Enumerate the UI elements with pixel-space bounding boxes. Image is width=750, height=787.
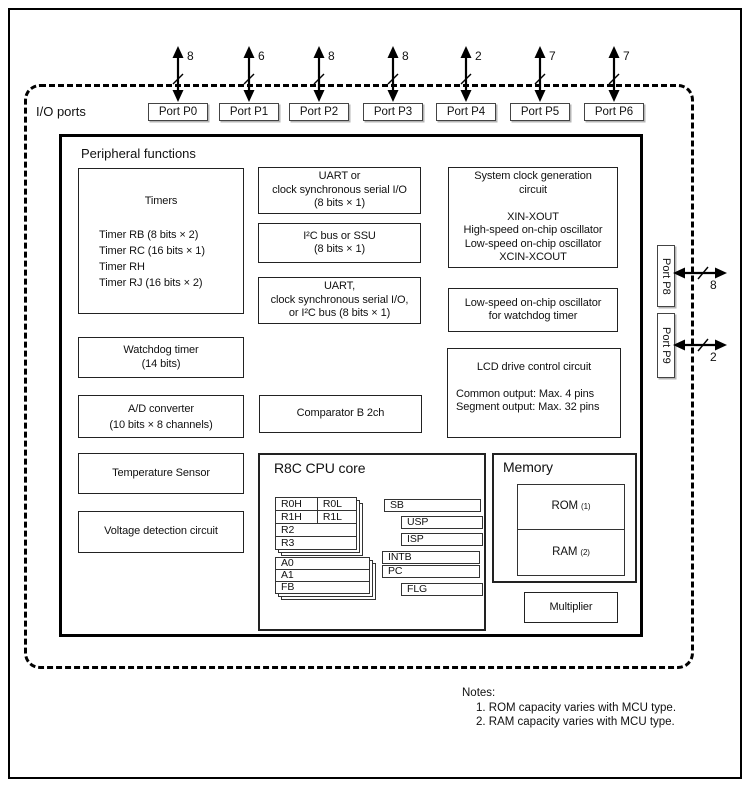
voltage-detection-block: Voltage detection circuit — [78, 511, 244, 553]
top-port-group-p1: 6 Port P1 — [219, 46, 279, 122]
bus-arrow-icon — [673, 338, 727, 352]
port-p5-box: Port P5 — [510, 103, 570, 121]
port-p8-label: Port P8 — [660, 257, 672, 295]
rom-label: ROM — [551, 500, 579, 513]
timers-title: Timers — [144, 195, 178, 207]
port-p1-label: Port P1 — [229, 106, 269, 118]
reg-a1: A1 — [275, 569, 370, 582]
top-port-group-p4: 2 Port P4 — [436, 46, 496, 122]
reg-usp: USP — [401, 516, 483, 529]
control-registers: SB USP ISP INTB PC FLG — [382, 499, 484, 599]
temperature-sensor-block: Temperature Sensor — [78, 453, 244, 494]
reg-r3: R3 — [275, 536, 357, 550]
port-p9-box: Port P9 — [657, 313, 675, 378]
port-p5-label: Port P5 — [520, 106, 560, 118]
port-p3-box: Port P3 — [363, 103, 423, 121]
footnotes-items: 1. ROM capacity varies with MCU type.2. … — [476, 701, 677, 729]
reg-r1h: R1H — [275, 510, 318, 524]
reg-isp: ISP — [401, 533, 483, 546]
bus-width-label: 8 — [402, 49, 409, 63]
bus-width-label: 8 — [328, 49, 335, 63]
ram-note-ref: (2) — [580, 547, 590, 557]
reg-intb: INTB — [382, 551, 480, 564]
watchdog-timer-block: Watchdog timer(14 bits) — [78, 337, 244, 378]
port-p6-box: Port P6 — [584, 103, 644, 121]
register-table: A0 A1 FB — [275, 557, 370, 594]
rom-ram-box: ROM(1) RAM(2) — [517, 484, 625, 576]
port-p9-label: Port P9 — [660, 327, 672, 364]
reg-flg: FLG — [401, 583, 483, 596]
reg-r1l: R1L — [316, 510, 358, 524]
reg-r2: R2 — [275, 523, 357, 537]
port-p2-label: Port P2 — [299, 106, 339, 118]
memory-title: Memory — [503, 459, 553, 475]
bus-width-label: 7 — [549, 49, 556, 63]
port-p4-box: Port P4 — [436, 103, 496, 121]
bus-width-label: 6 — [258, 49, 265, 63]
top-port-group-p3: 8 Port P3 — [363, 46, 423, 122]
reg-sb: SB — [384, 499, 481, 512]
outer-frame — [8, 8, 742, 779]
port-p4-label: Port P4 — [446, 106, 486, 118]
bus-arrow-icon — [387, 46, 399, 102]
multiplier-label: Multiplier — [549, 600, 593, 613]
reg-r0h: R0H — [275, 497, 318, 511]
uart-i2c-block: UART,clock synchronous serial I/O,or I²C… — [258, 277, 421, 324]
bus-arrow-icon — [673, 266, 727, 280]
lcd-title: LCD drive control circuit — [476, 361, 592, 373]
register-bank-a0-fb: A0 A1 FB — [275, 557, 376, 600]
port-p1-box: Port P1 — [219, 103, 279, 121]
bus-arrow-icon — [313, 46, 325, 102]
top-port-group-p0: 8 Port P0 — [148, 46, 208, 122]
bus-arrow-icon — [534, 46, 546, 102]
bus-width-label: 7 — [623, 49, 630, 63]
reg-a0: A0 — [275, 557, 370, 570]
bus-width-label: 2 — [710, 350, 717, 364]
bus-width-label: 2 — [475, 49, 482, 63]
port-p0-box: Port P0 — [148, 103, 208, 121]
ram-cell: RAM(2) — [518, 530, 624, 575]
port-p8-box: Port P8 — [657, 245, 675, 307]
memory-block: Memory ROM(1) RAM(2) — [492, 453, 637, 583]
timers-list: Timer RB (8 bits × 2)Timer RC (16 bits ×… — [99, 228, 205, 289]
footnotes: Notes: 1. ROM capacity varies with MCU t… — [462, 686, 676, 730]
top-port-group-p2: 8 Port P2 — [289, 46, 349, 122]
reg-r0l: R0L — [316, 497, 358, 511]
footnotes-title: Notes: — [462, 687, 496, 699]
ram-label: RAM — [552, 545, 578, 558]
lcd-drive-block: LCD drive control circuit Common output:… — [447, 348, 621, 438]
bus-width-label: 8 — [710, 278, 717, 292]
ad-converter-block: A/D converter(10 bits × 8 channels) — [78, 395, 244, 438]
bus-width-label: 8 — [187, 49, 194, 63]
reg-pc: PC — [382, 565, 480, 578]
bus-arrow-icon — [608, 46, 620, 102]
port-p0-label: Port P0 — [158, 106, 198, 118]
multiplier-block: Multiplier — [524, 592, 618, 623]
mcu-chip-boundary — [24, 84, 694, 669]
top-port-group-p5: 7 Port P5 — [510, 46, 570, 122]
bus-arrow-icon — [172, 46, 184, 102]
timers-block: Timers Timer RB (8 bits × 2)Timer RC (16… — [78, 168, 244, 314]
reg-fb: FB — [275, 581, 370, 594]
io-ports-label: I/O ports — [36, 104, 86, 119]
port-p6-label: Port P6 — [594, 106, 634, 118]
rom-cell: ROM(1) — [518, 485, 624, 530]
comparator-block: Comparator B 2ch — [259, 395, 422, 433]
port-p2-box: Port P2 — [289, 103, 349, 121]
port-p3-label: Port P3 — [373, 106, 413, 118]
rom-note-ref: (1) — [581, 502, 591, 512]
bus-arrow-icon — [243, 46, 255, 102]
peripheral-functions-label: Peripheral functions — [81, 146, 196, 161]
bus-arrow-icon — [460, 46, 472, 102]
cpu-core-title: R8C CPU core — [274, 460, 366, 476]
top-port-group-p6: 7 Port P6 — [584, 46, 644, 122]
i2c-ssu-block: I²C bus or SSU(8 bits × 1) — [258, 223, 421, 263]
